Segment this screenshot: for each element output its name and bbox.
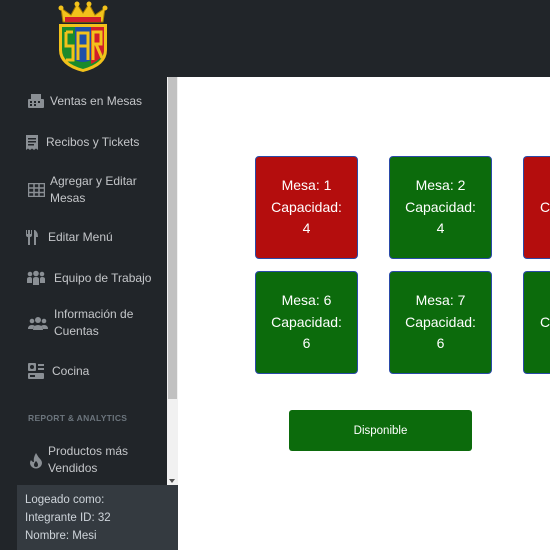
table-card[interactable]: Mesa: 1 Capacidad: 4 [255, 156, 358, 259]
disponible-button[interactable]: Disponible [289, 410, 472, 451]
users-icon [28, 313, 48, 333]
sidebar-item-label: Recibos y Tickets [46, 134, 140, 149]
table-capacity [524, 333, 550, 355]
user-info-panel: Logeado como: Integrante ID: 32 Nombre: … [17, 485, 178, 550]
main-content: Mesa: 1 Capacidad: 4 Mesa: 2 Capacidad: … [178, 77, 550, 550]
table-capacity [524, 218, 550, 240]
sidebar-item-label: Editar Menú [48, 229, 113, 244]
table-card[interactable]: C [523, 271, 550, 374]
table-card[interactable]: Mesa: 7 Capacidad: 6 [389, 271, 492, 374]
team-icon [26, 268, 46, 288]
table-grid-icon [26, 180, 46, 200]
sidebar-item-label: Información de Cuentas [54, 307, 134, 338]
table-number: Mesa: 6 [281, 292, 332, 309]
top-bar [0, 0, 550, 77]
table-card[interactable]: Mesa: 6 Capacidad: 6 [255, 271, 358, 374]
table-card[interactable]: Mesa: 2 Capacidad: 4 [389, 156, 492, 259]
table-capacity-label: Capacidad: [271, 313, 342, 330]
sidebar-item-label: Productos más Vendidos [48, 444, 129, 475]
table-capacity-label: Capacidad: [405, 198, 476, 215]
table-capacity: 4 [436, 220, 445, 237]
kitchen-icon [26, 361, 46, 381]
sidebar-item-productos-mas-vendidos[interactable]: Productos más Vendidos [0, 443, 167, 477]
sidebar-item-label: Cocina [52, 363, 90, 378]
fire-icon [26, 450, 46, 470]
table-capacity: 6 [436, 335, 445, 352]
receipt-icon [22, 132, 42, 152]
table-capacity-label: Capacidad: [405, 313, 476, 330]
scroll-down-arrow-icon[interactable] [169, 479, 175, 483]
table-capacity: 6 [302, 335, 311, 352]
member-id: Integrante ID: 32 [25, 512, 111, 524]
sidebar-item-agregar-y-editar-mesas[interactable]: Agregar y Editar Mesas [0, 173, 167, 207]
sidebar-item-label: Ventas en Mesas [50, 93, 143, 108]
section-title-report-analytics: REPORT & ANALYTICS [28, 413, 128, 423]
sidebar-item-label: Equipo de Trabajo [54, 270, 152, 285]
user-name: Nombre: Mesi [25, 530, 97, 542]
table-number: Mesa: 1 [281, 177, 332, 194]
sidebar-item-recibos-y-tickets[interactable]: Recibos y Tickets [0, 131, 167, 153]
sidebar-item-equipo-de-trabajo[interactable]: Equipo de Trabajo [0, 267, 167, 289]
table-capacity: 4 [302, 220, 311, 237]
table-capacity-label: Capacidad: [271, 198, 342, 215]
table-number: Mesa: 7 [415, 292, 466, 309]
sidebar-item-editar-menu[interactable]: Editar Menú [0, 226, 167, 248]
sidebar-item-informacion-de-cuentas[interactable]: Información de Cuentas [0, 306, 167, 340]
sidebar: Ventas en Mesas Recibos y Tickets Agrega… [0, 77, 167, 485]
sidebar-item-label: Agregar y Editar Mesas [50, 174, 137, 205]
table-number: Mesa: 2 [415, 177, 466, 194]
table-capacity-label: C [540, 313, 550, 330]
sidebar-item-cocina[interactable]: Cocina [0, 360, 167, 382]
table-number [524, 290, 550, 312]
logged-as-label: Logeado como: [25, 494, 105, 506]
utensils-icon [22, 227, 42, 247]
crest-logo[interactable] [55, 0, 111, 74]
cash-register-icon [26, 91, 46, 111]
table-card[interactable]: C [523, 156, 550, 259]
table-number [524, 175, 550, 197]
table-capacity-label: C [540, 198, 550, 215]
sidebar-item-ventas-en-mesas[interactable]: Ventas en Mesas [0, 90, 167, 112]
scrollbar-thumb[interactable] [168, 77, 177, 399]
sidebar-scrollbar[interactable] [167, 77, 178, 485]
